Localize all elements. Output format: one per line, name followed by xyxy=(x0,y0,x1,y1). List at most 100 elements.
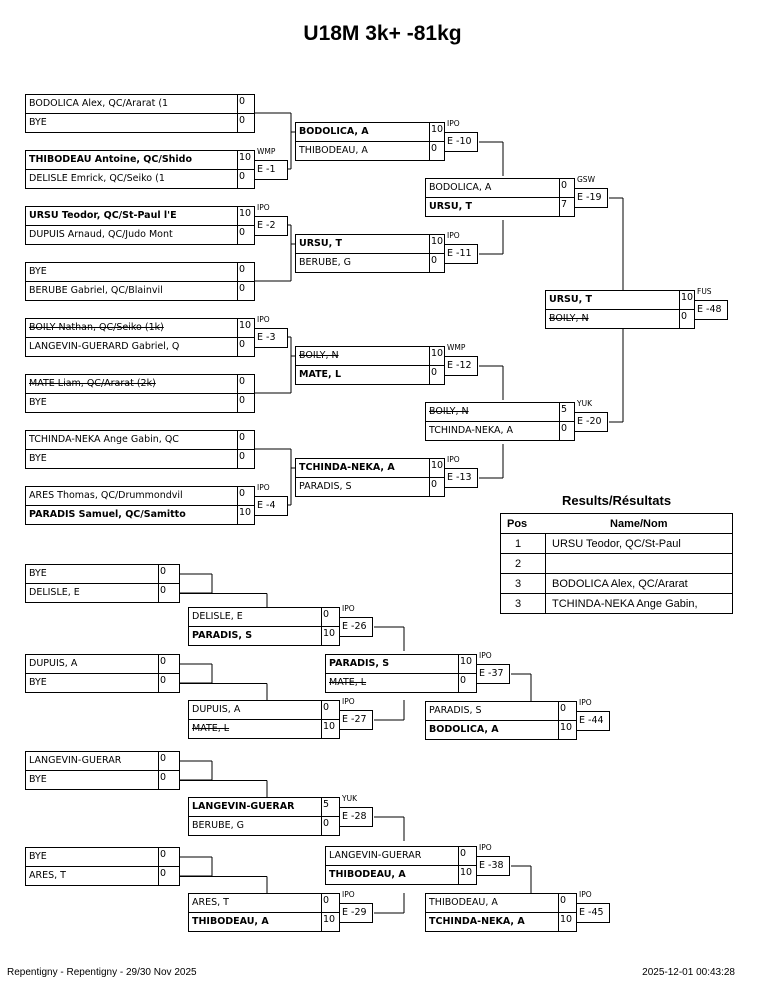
competitor-name: BODOLICA Alex, QC/Ararat (1 xyxy=(29,98,169,109)
competitor-score: 0 xyxy=(158,752,181,770)
competitor-score: 10 xyxy=(679,291,696,309)
competitor-name: URSU, T xyxy=(549,294,592,305)
competitor-name: LANGEVIN-GUERAR xyxy=(329,850,422,861)
competitor-score: 0 xyxy=(429,142,446,160)
win-type-tag: WMP xyxy=(447,343,466,352)
win-type-tag: IPO xyxy=(257,315,270,324)
competitor-name: BYE xyxy=(29,677,47,688)
competitor-box: BERUBE, G 0 xyxy=(188,816,340,836)
competitor-score: 0 xyxy=(321,701,341,719)
win-type-tag: YUK xyxy=(342,794,357,803)
competitor-score: 0 xyxy=(458,674,478,692)
competitor-name: BYE xyxy=(29,851,47,862)
competitor-name: ARES Thomas, QC/Drummondvil xyxy=(29,490,183,501)
competitor-name: DUPUIS, A xyxy=(192,704,241,715)
competitor-box: MATE, L 0 xyxy=(295,365,445,385)
competitor-box: MATE Liam, QC/Ararat (2k)0 xyxy=(25,374,255,394)
footer-event: Repentigny - Repentigny - 29/30 Nov 2025 xyxy=(7,967,197,978)
competitor-score: 0 xyxy=(237,375,256,393)
competitor-score: 0 xyxy=(237,431,256,449)
competitor-score: 0 xyxy=(558,702,578,720)
competitor-name: TCHINDA-NEKA, A xyxy=(429,425,514,436)
competitor-score: 0 xyxy=(458,847,478,865)
competitor-score: 5 xyxy=(559,403,576,421)
match-id-box: E -4 xyxy=(254,496,288,516)
competitor-score: 0 xyxy=(237,394,256,412)
competitor-name: BYE xyxy=(29,568,47,579)
competitor-box: BOILY, N 10 xyxy=(295,346,445,366)
competitor-name: TCHINDA-NEKA, A xyxy=(299,462,395,473)
competitor-name: DELISLE, E xyxy=(192,611,243,622)
results-title: Results/Résultats xyxy=(561,493,672,508)
competitor-score: 0 xyxy=(158,674,181,692)
results-name: BODOLICA Alex, QC/Ararat xyxy=(545,573,733,594)
win-type-tag: IPO xyxy=(342,697,355,706)
competitor-score: 10 xyxy=(429,123,446,141)
competitor-score: 0 xyxy=(237,170,256,188)
results-col-pos: Pos xyxy=(500,513,546,534)
competitor-name: BERUBE, G xyxy=(192,820,244,831)
competitor-box: DUPUIS, A 0 xyxy=(188,700,340,720)
competitor-score: 0 xyxy=(321,894,341,912)
match-id-box: E -29 xyxy=(339,903,373,923)
competitor-name: THIBODEAU, A xyxy=(299,145,368,156)
competitor-name: THIBODEAU Antoine, QC/Shido xyxy=(29,154,193,165)
competitor-score: 0 xyxy=(158,867,181,885)
competitor-score: 0 xyxy=(679,310,696,328)
results-table: Pos Name/Nom 1 URSU Teodor, QC/St-Paul 2… xyxy=(500,513,733,614)
competitor-score: 0 xyxy=(237,487,256,505)
competitor-name: MATE, L xyxy=(329,677,367,688)
win-type-tag: IPO xyxy=(257,483,270,492)
competitor-name: BYE xyxy=(29,774,47,785)
competitor-box: BODOLICA Alex, QC/Ararat (1 0 xyxy=(25,94,255,114)
competitor-name: BOILY, N xyxy=(299,350,339,361)
competitor-name: URSU, T xyxy=(299,238,342,249)
win-type-tag: IPO xyxy=(447,231,460,240)
competitor-box: TCHINDA-NEKA, A 0 xyxy=(425,421,575,441)
competitor-score: 0 xyxy=(559,422,576,440)
competitor-score: 0 xyxy=(429,478,446,496)
win-type-tag: IPO xyxy=(342,890,355,899)
competitor-name: PARADIS Samuel, QC/Samitto xyxy=(29,509,186,520)
competitor-score: 0 xyxy=(321,817,341,835)
competitor-score: 10 xyxy=(429,347,446,365)
match-id-box: E -20 xyxy=(574,412,608,432)
competitor-score: 0 xyxy=(559,179,576,197)
competitor-score: 0 xyxy=(158,565,181,583)
match-id-box: E -10 xyxy=(444,132,478,152)
win-type-tag: WMP xyxy=(257,147,276,156)
competitor-name: PARADIS, S xyxy=(192,630,253,641)
competitor-name: BYE xyxy=(29,266,47,277)
competitor-box: THIBODEAU, A 0 xyxy=(295,141,445,161)
competitor-name: MATE, L xyxy=(299,369,342,380)
match-id-box: E -2 xyxy=(254,216,288,236)
competitor-score: 10 xyxy=(237,207,256,225)
competitor-score: 0 xyxy=(429,366,446,384)
competitor-score: 0 xyxy=(237,95,256,113)
competitor-score: 0 xyxy=(237,226,256,244)
results-pos: 3 xyxy=(500,593,546,614)
results-pos: 1 xyxy=(500,533,546,554)
win-type-tag: IPO xyxy=(579,890,592,899)
results-header-row: Pos Name/Nom xyxy=(500,513,733,534)
